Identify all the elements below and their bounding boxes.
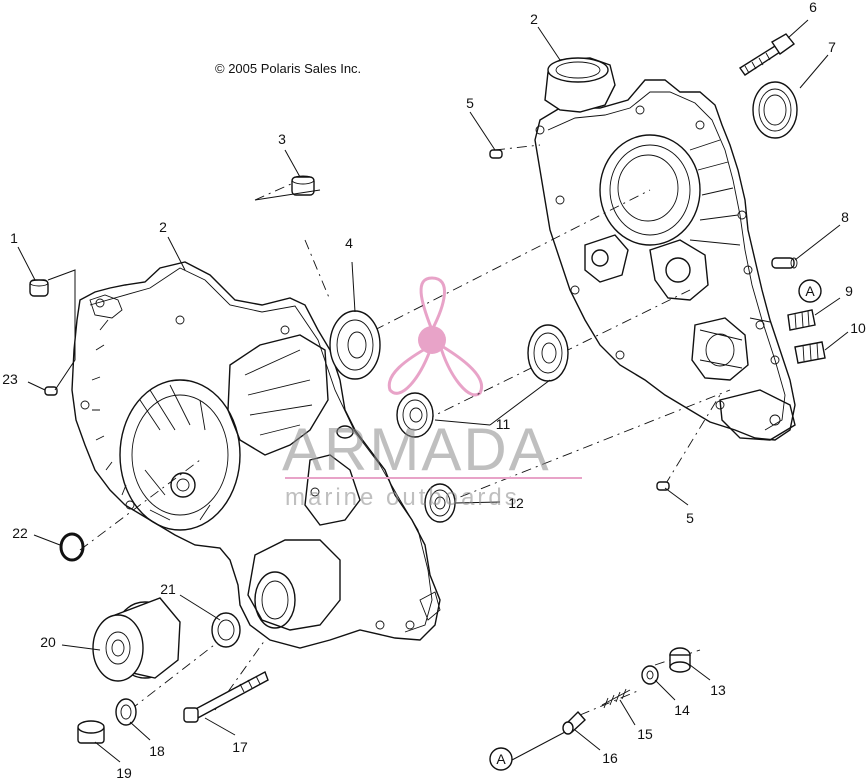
part-5-dowel-pin: [489, 149, 670, 491]
part-21-oil-seal: [211, 612, 241, 648]
callout-1: 1: [10, 230, 18, 246]
callout-2-right: 2: [530, 11, 538, 27]
part-19-drain-plug: [77, 720, 105, 744]
part-8-dowel-pin: [771, 257, 798, 269]
callout-17: 17: [232, 739, 248, 755]
callout-14: 14: [674, 702, 690, 718]
callout-18: 18: [149, 743, 165, 759]
copyright-notice: © 2005 Polaris Sales Inc.: [215, 61, 361, 76]
part-15-spring: [601, 688, 631, 709]
part-16-plunger: [562, 710, 586, 735]
watermark-tagline: marine outboards: [285, 484, 520, 511]
callout-11: 11: [496, 416, 511, 432]
part-7-oil-seal: [752, 81, 798, 139]
part-1-dowel-sleeve: [29, 279, 49, 297]
callout-5-upper: 5: [466, 95, 474, 111]
callout-6: 6: [809, 0, 817, 15]
callout-22: 22: [12, 525, 28, 541]
callout-16: 16: [602, 750, 618, 766]
callout-20: 20: [40, 634, 56, 650]
part-3-dowel-sleeve: [291, 175, 315, 196]
part-23-dowel-pin: [44, 386, 58, 396]
callout-21: 21: [160, 581, 176, 597]
alignment-lines: [79, 144, 731, 716]
part-9-fitting: [787, 309, 816, 331]
part-13-plug: [669, 647, 691, 673]
right-crankcase-half: [534, 57, 796, 441]
part-22-o-ring: [59, 532, 85, 562]
callout-15: 15: [637, 726, 653, 742]
callout-4: 4: [345, 235, 353, 251]
callout-8: 8: [841, 209, 849, 225]
reference-label-a-lower: A: [496, 751, 506, 767]
callout-2-left: 2: [159, 219, 167, 235]
part-11-bearing: [396, 324, 569, 438]
callout-3: 3: [278, 131, 286, 147]
part-6-bolt: [738, 33, 796, 76]
part-14-washer: [641, 665, 659, 685]
part-18-washer: [115, 698, 137, 726]
callout-19: 19: [116, 765, 132, 781]
left-crankcase-half: [71, 261, 441, 649]
reference-marker-a-lower: A: [489, 747, 513, 771]
watermark-propeller-logo: [387, 276, 484, 397]
watermark-brand: ARMADA: [282, 416, 551, 483]
reference-label-a-upper: A: [805, 283, 815, 299]
callout-12: 12: [508, 495, 524, 511]
callout-9: 9: [845, 283, 853, 299]
callout-5-lower: 5: [686, 510, 694, 526]
callout-23: 23: [2, 371, 18, 387]
part-10-fitting: [794, 341, 826, 364]
leader-lines: [17, 19, 849, 763]
part-20-pulley: [92, 597, 181, 682]
part-4-bearing: [329, 310, 381, 380]
part-17-long-bolt: [183, 671, 269, 723]
reference-marker-a-upper: A: [798, 279, 822, 303]
callout-7: 7: [828, 39, 836, 55]
callout-13: 13: [710, 682, 726, 698]
callout-10: 10: [850, 320, 866, 336]
